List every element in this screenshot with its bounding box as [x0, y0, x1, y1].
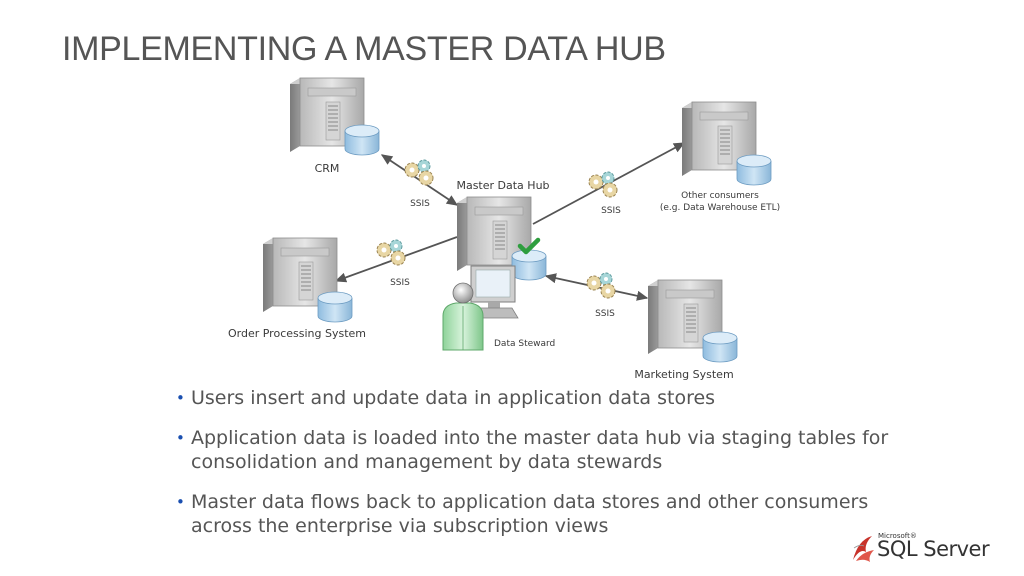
master-data-hub-diagram: CRM Master Data Hub Other consumers (e.g…	[228, 77, 780, 380]
order-processing-label: Order Processing System	[228, 327, 366, 340]
consumers-ssis-gears-icon	[588, 171, 618, 198]
hub-label: Master Data Hub	[456, 179, 549, 192]
bullet-line: Master data flows back to application da…	[191, 491, 869, 513]
hub-database-icon	[511, 249, 547, 281]
bullet-line: consolidation and management by data ste…	[191, 451, 663, 473]
check-icon	[517, 237, 541, 255]
bullet-item: Users insert and update data in applicat…	[176, 386, 896, 410]
bullet-line: Application data is loaded into the mast…	[191, 427, 889, 449]
data-steward-label: Data Steward	[494, 339, 555, 349]
consumers-ssis-label: SSIS	[601, 206, 621, 216]
crm-label: CRM	[315, 162, 340, 175]
logo-product-text: SQL Server	[877, 537, 990, 561]
bullet-line: across the enterprise via subscription v…	[191, 515, 609, 537]
crm-ssis-label: SSIS	[410, 199, 430, 209]
consumers-label: Other consumers	[681, 191, 759, 201]
crm-database-icon	[344, 124, 380, 156]
logo-microsoft-text: Microsoft®	[878, 532, 917, 540]
order-database-icon	[317, 291, 353, 323]
marketing-ssis-label: SSIS	[595, 309, 615, 319]
consumers-sublabel: (e.g. Data Warehouse ETL)	[660, 203, 780, 213]
bullet-line: Users insert and update data in applicat…	[191, 387, 716, 409]
data-steward-workstation-icon	[470, 265, 519, 319]
slide-title: IMPLEMENTING A MASTER DATA HUB	[62, 30, 666, 68]
marketing-ssis-gears-icon	[586, 272, 616, 299]
data-steward-person-icon	[442, 282, 484, 351]
crm-ssis-gears-icon	[404, 159, 434, 186]
marketing-label: Marketing System	[634, 368, 733, 380]
marketing-database-icon	[702, 331, 738, 363]
bullet-item: Application data is loaded into the mast…	[176, 426, 896, 474]
bullet-item: Master data flows back to application da…	[176, 490, 896, 538]
sql-server-logo-icon	[853, 536, 874, 562]
bullet-list: Users insert and update data in applicat…	[176, 386, 896, 554]
order-ssis-label: SSIS	[390, 278, 410, 288]
consumers-database-icon	[736, 154, 772, 186]
sql-server-logo: Microsoft® SQL Server	[850, 532, 990, 568]
